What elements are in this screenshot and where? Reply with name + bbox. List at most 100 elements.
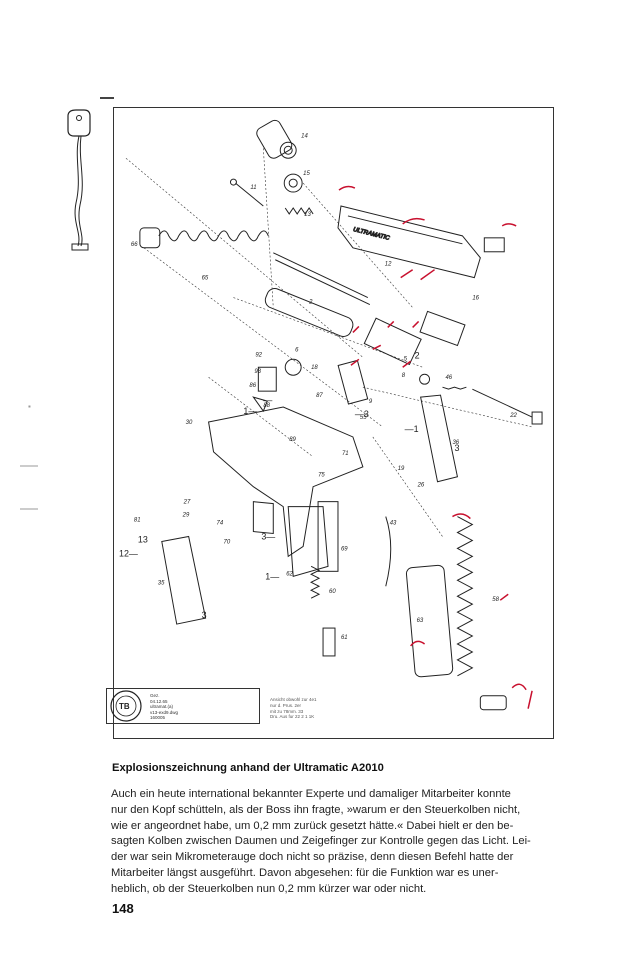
part-label: 71 [342,451,349,457]
margin-dash [20,465,38,467]
svg-text:TB: TB [119,702,130,711]
part-label: 14 [301,133,308,139]
handwritten-mark: 1— [265,571,279,581]
part-label: 35 [158,580,165,586]
ejector-lever [385,516,392,587]
margin-speck: ▪ [28,402,31,411]
part-label: 19 [398,466,405,472]
rear-sight [483,237,505,253]
part-label: 92 [255,352,262,358]
part-label: 6 [295,347,299,353]
crop-mark [100,97,114,99]
part-label: 69 [341,546,348,552]
parts-drawing: ULTRAMATIC [139,119,543,711]
title-block-text: Gez. 04.12.65 ultramat.(a) v13-exd9.dwg … [150,693,178,721]
slide: ULTRAMATIC [337,205,481,279]
handwritten-mark: 12— [119,548,138,558]
part-label: 65 [202,276,209,282]
hammer-group [252,358,369,413]
handwritten-mark: 3— [261,531,275,541]
body-line: nur den Kopf schütteln, als der Boss ihn… [111,803,521,816]
mainspring-housing-parts [309,501,339,657]
firing-pin-parts [363,310,543,425]
drawing-note-line: Ansicht obwohl zur 4e1 [270,697,317,702]
slide-marking: ULTRAMATIC [352,227,390,242]
exploded-view-figure: ULTRAMATIC [113,107,554,739]
assembly-guide-lines [125,148,533,537]
part-label: 43 [390,521,397,527]
part-label: 12 [385,262,392,268]
part-label: 88 [263,403,270,409]
magazine [405,564,454,678]
part-label: 89 [289,437,296,443]
part-label: 16 [472,296,479,302]
drawing-note-line: mit zu 78mm. 33 [270,708,304,714]
handwritten-mark: —1 [405,424,419,434]
part-label: 87 [316,393,323,399]
part-label: 86 [249,383,256,389]
red-pen-annotations [338,185,533,709]
body-line: Mitarbeiter längst ausgeführt. Davon abg… [111,866,499,879]
exploded-diagram: ULTRAMATIC [119,119,543,711]
part-label: 66 [131,242,138,248]
frame [207,406,364,577]
part-label: 63 [417,618,424,624]
part-label: 60 [329,589,336,595]
body-line: heblich, ob der Steuerkolben nun 0,2 mm … [111,882,427,895]
small-spring [284,207,314,215]
part-label: 62 [286,571,293,577]
left-grip-panel [161,535,207,625]
handwritten-mark: — [263,395,272,405]
part-numbers: 14 15 11 13 66 65 12 16 2 92 6 93 86 87 … [131,133,518,641]
handwritten-marks: — 1— 12— 13 3— 1— 3 3 —1 —3 2 [119,350,459,620]
handwritten-mark: —3 [355,409,369,419]
part-label: 46 [445,375,452,381]
title-block-line: v13-exd9.dwg [150,709,179,715]
drawing-note: Ansicht obwohl zur 4e1 nur d. Prus. 2er … [270,697,317,720]
trigger [252,501,274,535]
body-line: Auch ein heute international bekannter E… [111,788,511,800]
part-label: 58 [492,597,499,603]
margin-dash [20,508,38,510]
recoil-guide [229,173,303,207]
handwritten-mark: 1— [243,406,257,416]
body-line: wie er angeordnet habe, um 0,2 mm zurück… [111,819,514,832]
figure-caption: Explosionszeichnung anhand der Ultramati… [112,762,384,774]
body-line: sagten Kolben zwischen Daumen und Zeigef… [111,835,531,848]
part-label: 5 [404,356,408,362]
part-label: 75 [318,473,325,479]
title-block-line: Gez. [150,693,160,698]
company-logo-seal: TB [110,690,142,722]
magazine-spring [456,516,507,711]
barrel-bushing [256,119,297,159]
part-label: 70 [224,539,231,545]
drawing-note-line: Dru. Aus fur 22 2 1 1K [270,714,315,720]
handwritten-mark: 3 [202,610,207,620]
part-label: 27 [183,500,191,506]
handwritten-mark: 2 [415,350,420,360]
part-label: 22 [509,413,517,419]
guide-rod [273,252,371,305]
body-line: der war sein Mikrometerauge doch nicht s… [111,851,514,864]
part-label: 29 [182,513,190,519]
title-block-line: 04.12.65 [150,698,168,704]
part-label: 61 [341,635,348,641]
part-label: 74 [217,521,224,527]
drawing-note-line: nur d. Prus. 2er [270,702,302,708]
part-label: 18 [311,365,318,371]
part-label: 9 [369,399,373,405]
part-label: 26 [417,483,425,489]
part-label: 30 [186,420,193,426]
title-block-line: ultramat.(a) [150,704,174,710]
barrel [264,288,354,337]
part-label: 8 [402,373,406,379]
part-label: 55 [360,415,367,421]
handwritten-mark: 13 [138,534,148,544]
right-grip-panel [420,394,459,483]
part-label: 13 [304,212,311,218]
page-number: 148 [112,901,134,916]
hanging-tag-illustration [67,109,91,251]
recoil-spring [139,227,269,249]
part-label: 81 [134,518,141,524]
